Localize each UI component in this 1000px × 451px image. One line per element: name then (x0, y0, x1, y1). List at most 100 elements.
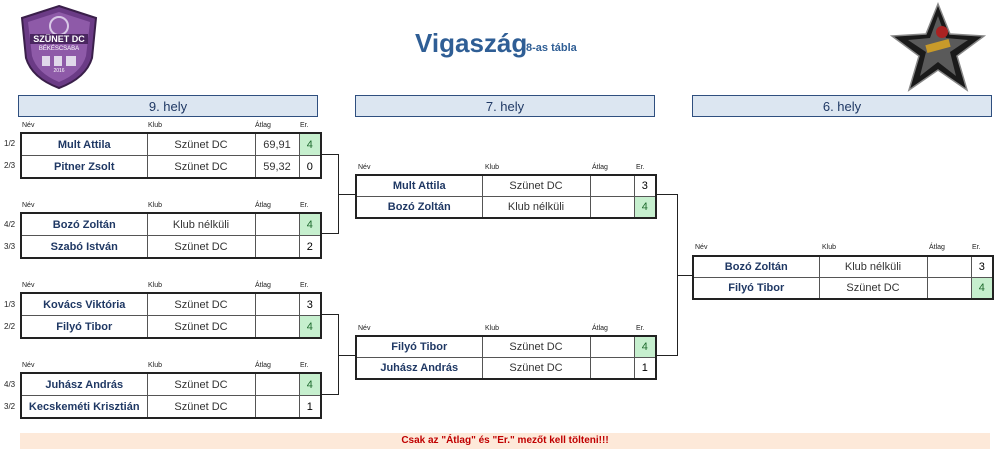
table-row: Filyó Tibor Szünet DC 4 (355, 335, 657, 358)
player-club: Szünet DC (481, 335, 591, 358)
player-average[interactable] (254, 372, 300, 396)
col-avg-header: Átlag (255, 122, 271, 129)
player-average[interactable] (589, 335, 635, 358)
bracket-line (655, 194, 677, 195)
player-name: Mult Attila (355, 174, 483, 197)
player-result[interactable]: 3 (970, 255, 994, 278)
col-avg-header: Átlag (255, 362, 271, 369)
player-club: Szünet DC (146, 372, 256, 396)
player-club: Szünet DC (146, 155, 256, 179)
col-res-header: Er. (972, 244, 981, 251)
player-average[interactable] (254, 395, 300, 419)
player-average[interactable] (589, 196, 635, 219)
bracket-line (655, 355, 677, 356)
table-row: Pitner Zsolt Szünet DC 59,32 0 (20, 155, 322, 179)
player-average[interactable] (926, 277, 972, 300)
col-avg-header: Átlag (255, 202, 271, 209)
col-club-header: Klub (485, 325, 500, 332)
bracket-line (338, 314, 339, 395)
logo-text-3: 2016 (53, 68, 65, 74)
player-club: Klub nélküli (146, 212, 256, 236)
bracket-line (320, 314, 338, 315)
player-result[interactable]: 4 (633, 196, 657, 219)
player-result[interactable]: 3 (298, 292, 322, 316)
player-name: Bozó Zoltán (692, 255, 820, 278)
player-name: Juhász András (355, 357, 483, 380)
col-res-header: Er. (300, 122, 309, 129)
player-result[interactable]: 4 (298, 372, 322, 396)
player-club: Szünet DC (146, 315, 256, 339)
col-res-header: Er. (300, 282, 309, 289)
seed-label: 3/3 (4, 242, 16, 251)
player-result[interactable]: 4 (970, 277, 994, 300)
col-name-header: Név (22, 122, 35, 129)
player-result[interactable]: 3 (633, 174, 657, 197)
seed-label: 4/3 (4, 380, 16, 389)
player-average[interactable] (254, 212, 300, 236)
player-name: Bozó Zoltán (20, 212, 148, 236)
player-club: Szünet DC (481, 174, 591, 197)
col-avg-header: Átlag (255, 282, 271, 289)
match-r2m1: Mult Attila Szünet DC 3 Bozó Zoltán Klub… (355, 174, 657, 219)
player-result[interactable]: 4 (298, 132, 322, 156)
club-logo: SZÜNET DC BÉKÉSCSABA 2016 (18, 4, 100, 90)
col-name-header: Név (695, 244, 708, 251)
match-r3m1: Bozó Zoltán Klub nélküli 3 Filyó Tibor S… (692, 255, 994, 300)
logo-text-1: SZÜNET DC (33, 34, 85, 44)
instruction-note: Csak az "Átlag" és "Er." mezőt kell tölt… (20, 433, 990, 449)
player-club: Klub nélküli (818, 255, 928, 278)
table-row: Juhász András Szünet DC 4 (20, 372, 322, 396)
col-res-header: Er. (300, 362, 309, 369)
player-name: Mult Attila (20, 132, 148, 156)
col-res-header: Er. (636, 325, 645, 332)
player-average[interactable] (254, 235, 300, 259)
player-result[interactable]: 2 (298, 235, 322, 259)
player-club: Szünet DC (818, 277, 928, 300)
player-average[interactable] (254, 292, 300, 316)
match-r1m3: Kovács Viktória Szünet DC 3 Filyó Tibor … (20, 292, 322, 339)
player-average[interactable] (589, 357, 635, 380)
player-average[interactable]: 69,91 (254, 132, 300, 156)
player-club: Szünet DC (146, 235, 256, 259)
col-club-header: Klub (485, 164, 500, 171)
col-name-header: Név (22, 202, 35, 209)
col-name-header: Név (22, 362, 35, 369)
col-club-header: Klub (148, 202, 163, 209)
col-name-header: Név (358, 325, 371, 332)
col-club-header: Klub (148, 122, 163, 129)
player-name: Kovács Viktória (20, 292, 148, 316)
player-result[interactable]: 4 (298, 212, 322, 236)
player-name: Kecskeméti Krisztián (20, 395, 148, 419)
table-row: Bozó Zoltán Klub nélküli 4 (20, 212, 322, 236)
table-row: Filyó Tibor Szünet DC 4 (20, 315, 322, 339)
col-club-header: Klub (148, 282, 163, 289)
col-avg-header: Átlag (592, 164, 608, 171)
player-result[interactable]: 1 (633, 357, 657, 380)
player-result[interactable]: 4 (298, 315, 322, 339)
match-r2m2: Filyó Tibor Szünet DC 4 Juhász András Sz… (355, 335, 657, 380)
col-avg-header: Átlag (929, 244, 945, 251)
match-r1m2: Bozó Zoltán Klub nélküli 4 Szabó István … (20, 212, 322, 259)
player-result[interactable]: 1 (298, 395, 322, 419)
bracket-line (320, 154, 338, 155)
player-club: Szünet DC (146, 132, 256, 156)
seed-label: 2/2 (4, 322, 16, 331)
player-name: Juhász András (20, 372, 148, 396)
match-r1m4: Juhász András Szünet DC 4 Kecskeméti Kri… (20, 372, 322, 419)
player-name: Filyó Tibor (355, 335, 483, 358)
player-average[interactable] (254, 315, 300, 339)
player-result[interactable]: 0 (298, 155, 322, 179)
player-average[interactable] (926, 255, 972, 278)
player-average[interactable]: 59,32 (254, 155, 300, 179)
player-result[interactable]: 4 (633, 335, 657, 358)
bracket-line (320, 394, 338, 395)
player-name: Bozó Zoltán (355, 196, 483, 219)
round-header-7: 7. hely (355, 95, 655, 117)
table-row: Bozó Zoltán Klub nélküli 3 (692, 255, 994, 278)
col-avg-header: Átlag (592, 325, 608, 332)
seed-label: 1/3 (4, 300, 16, 309)
player-club: Szünet DC (146, 292, 256, 316)
player-average[interactable] (589, 174, 635, 197)
table-row: Mult Attila Szünet DC 3 (355, 174, 657, 197)
player-name: Filyó Tibor (20, 315, 148, 339)
